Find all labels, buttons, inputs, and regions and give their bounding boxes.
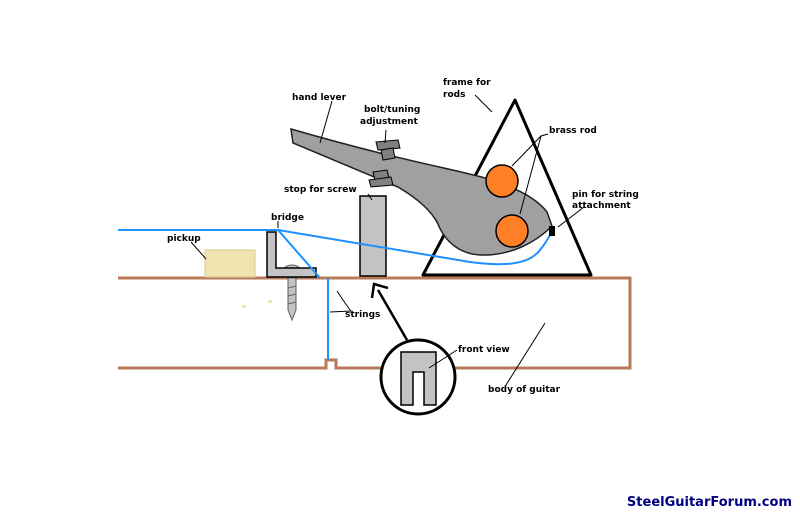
label-bridge: bridge (271, 213, 304, 223)
label-stop-for-screw: stop for screw (284, 185, 357, 195)
guitar-body (118, 276, 632, 370)
leader-lines (190, 94, 585, 386)
label-bolt-line1: bolt/tuning (364, 105, 420, 115)
screw-stop (359, 195, 387, 277)
label-frame-line1: frame for (443, 78, 491, 88)
label-pickup: pickup (167, 234, 201, 244)
front-view-arrow (370, 282, 409, 341)
brass-rod-lower (495, 214, 529, 248)
brass-rod-upper (485, 164, 519, 198)
bridge (266, 231, 317, 278)
pickup (204, 249, 256, 278)
label-body-of-guitar: body of guitar (488, 385, 561, 395)
label-strings: strings (345, 310, 380, 320)
watermark: SteelGuitarForum.com (627, 495, 792, 510)
label-brass-rod: brass rod (549, 126, 597, 136)
label-bolt-line2: adjustment (360, 117, 419, 127)
tuning-bolt (368, 139, 401, 188)
hand-lever (290, 127, 553, 256)
label-pin-line2: attachment (572, 201, 631, 211)
front-view-inset (379, 338, 457, 416)
string-pin (549, 226, 555, 236)
label-hand-lever: hand lever (292, 93, 347, 103)
label-front-view: front view (458, 345, 510, 355)
label-frame-line2: rods (443, 90, 465, 100)
label-pin-line1: pin for string (572, 190, 639, 200)
